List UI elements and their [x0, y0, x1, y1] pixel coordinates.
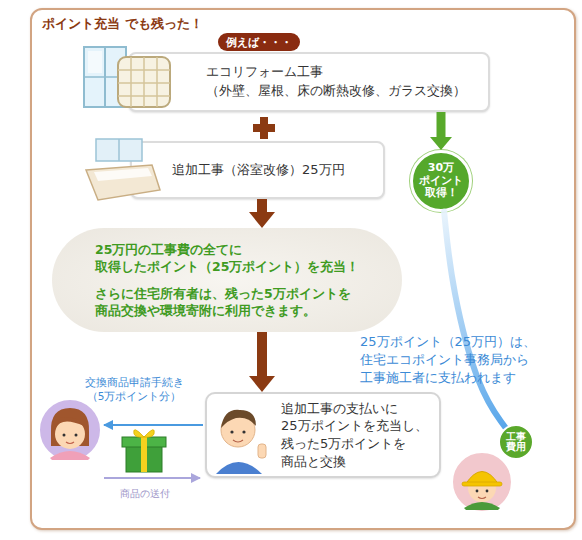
payment-flow-line: [444, 212, 505, 428]
text-run: 取得したポイント（25万ポイント）を充当！: [95, 258, 359, 276]
flow-arrow: [257, 199, 267, 212]
text-run: 商品と交換: [281, 453, 346, 471]
flow-arrow: [437, 112, 446, 137]
text-run: 25万円の工事費の全てに: [95, 241, 242, 259]
text-run: ポイント: [419, 175, 463, 188]
cost-badge: 工事 費用: [498, 424, 534, 460]
text-run: 追加工事の支払いに: [281, 400, 398, 418]
text-run: さらに住宅所有者は、残った5万ポイントを: [95, 285, 351, 303]
edge-label: 25万ポイント（25万円）は、 住宅エコポイント事務局から 工事施工者に支払われ…: [360, 333, 575, 388]
node-text: 工事 費用: [500, 432, 532, 453]
points-circle: 30万 ポイント 取得！: [410, 150, 472, 212]
flow-label: 交換商品申請手続き （5万ポイント分）: [78, 376, 190, 403]
text-run: 残った5万ポイントを: [281, 435, 406, 453]
outer-frame: 例えば・・・エコリフォーム工事 （外壁、屋根、床の断熱改修、ガラス交換） 追加工事…: [30, 8, 576, 530]
flow-arrow: [257, 332, 267, 376]
node-text: 30万 ポイント 取得！: [413, 162, 469, 200]
summary-band: 25万円の工事費の全てに 取得したポイント（25万ポイント）を充当！ さらに住宅所…: [52, 228, 402, 332]
node-text: ポイント充当 でも残った！: [42, 15, 203, 33]
text-run: 25万ポイントを充当し、: [281, 417, 428, 435]
text-run: 住宅エコポイント事務局から: [360, 351, 529, 369]
node-text: さらに住宅所有者は、残った5万ポイントを 商品交換や環境寄附に利用できます。: [95, 285, 394, 320]
text-run: 30万: [428, 162, 454, 175]
node-text: 追加工事の支払いに 25万ポイントを充当し、 残った5万ポイントを 商品と交換: [281, 400, 439, 470]
process-box: エコリフォーム工事 （外壁、屋根、床の断熱改修、ガラス交換）: [128, 52, 490, 112]
node-text: 例えば・・・: [226, 35, 292, 50]
node-text: エコリフォーム工事 （外壁、屋根、床の断熱改修、ガラス交換）: [206, 63, 482, 101]
flow-label: 商品の送付: [100, 487, 190, 501]
text-run: 費用: [506, 442, 526, 452]
node-text: 25万円の工事費の全てに 取得したポイント（25万ポイント）を充当！: [95, 241, 394, 276]
node-text: 追加工事（浴室改修）25万円: [172, 161, 345, 179]
text-run: 交換商品申請手続き: [85, 376, 184, 390]
text-run: エコリフォーム工事: [206, 63, 323, 82]
text-run: （外壁、屋根、床の断熱改修、ガラス交換）: [206, 82, 466, 101]
text-run: 25万ポイント（25万円）は、: [360, 333, 536, 351]
text-run: （5万ポイント分）: [87, 390, 182, 404]
example-pill: 例えば・・・: [218, 33, 300, 51]
process-box: 追加工事の支払いに 25万ポイントを充当し、 残った5万ポイントを 商品と交換: [205, 392, 441, 478]
text-run: 工事施工者に支払われます: [360, 369, 516, 387]
text-run: 工事: [506, 432, 526, 442]
process-box: 追加工事（浴室改修）25万円: [130, 141, 385, 199]
text-run: 商品交換や環境寄附に利用できます。: [95, 302, 316, 320]
text-run: 取得！: [425, 187, 458, 200]
